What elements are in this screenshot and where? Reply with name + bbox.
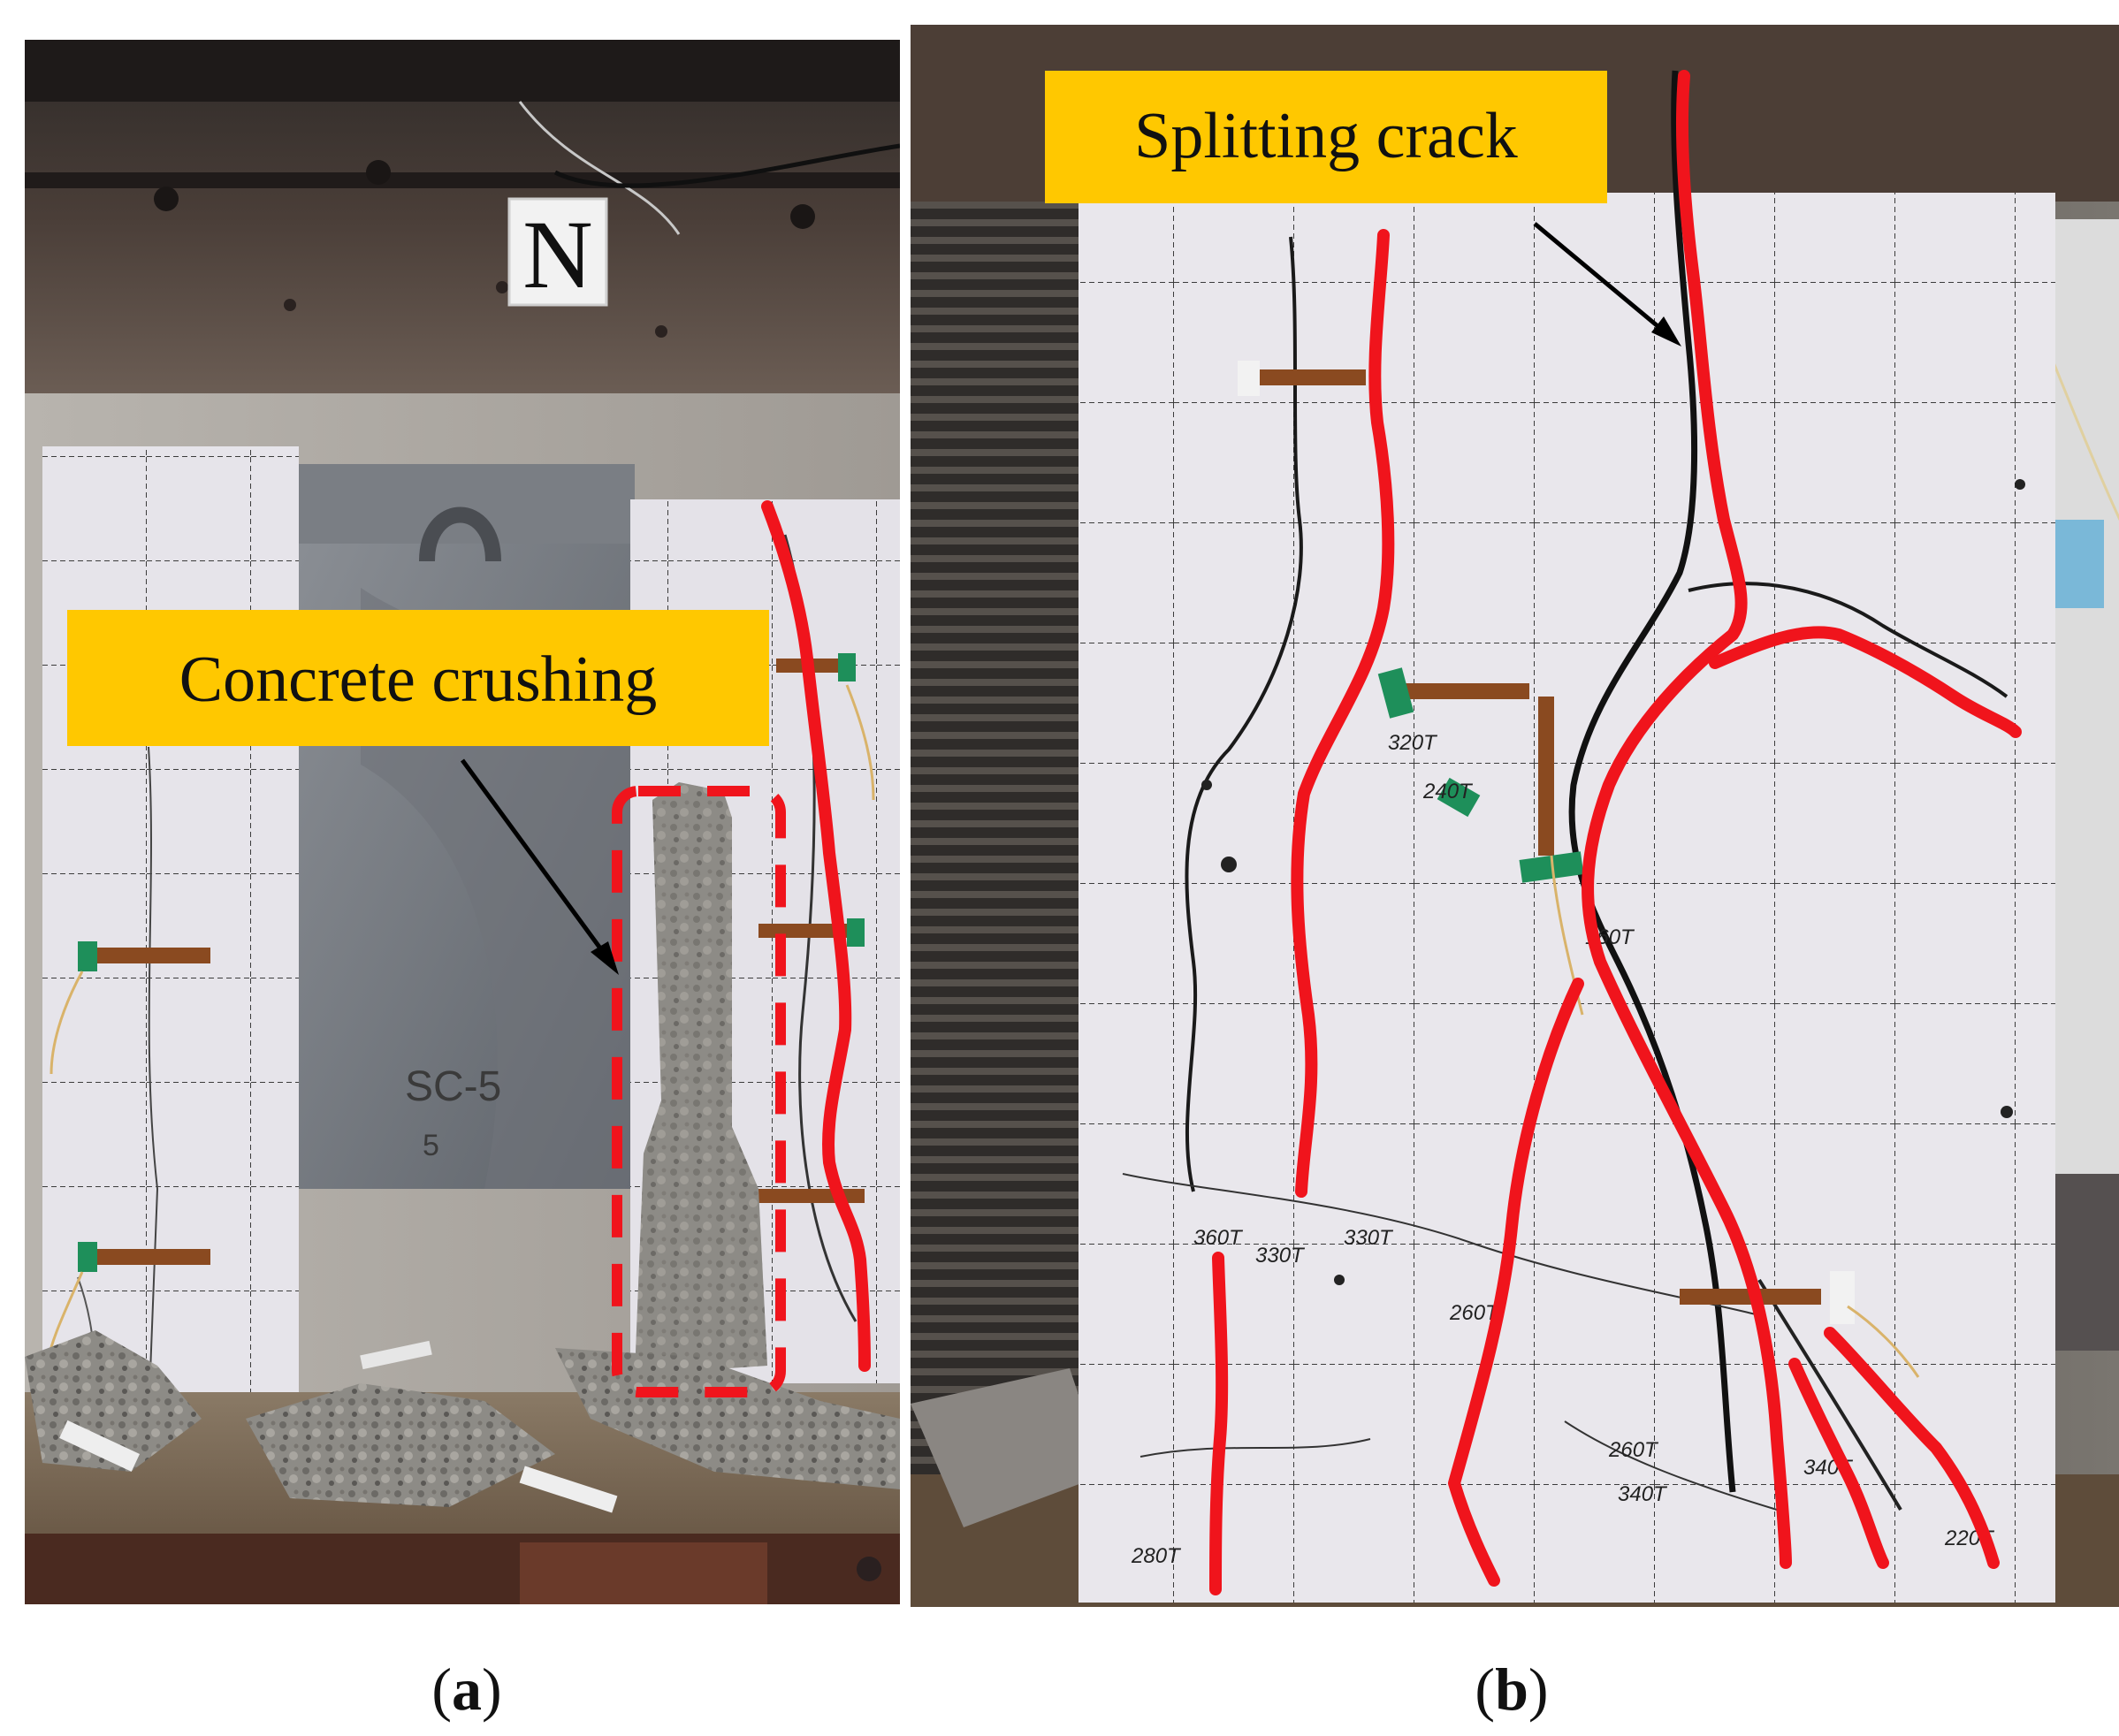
- crack-trace-lower-left: [1448, 978, 1584, 1587]
- annotation-text-b: Splitting crack: [1134, 100, 1518, 172]
- photo-a-drawing: N SC-5 5: [25, 40, 900, 1604]
- annotation-arrow-b: [1533, 222, 1681, 346]
- threaded-rod: [911, 202, 1087, 1527]
- caption-b-letter: b: [1495, 1656, 1528, 1723]
- specimen-number: 5: [423, 1129, 439, 1162]
- load-mark: 260T: [1608, 1438, 1659, 1462]
- caption-b: (b): [1475, 1656, 1549, 1723]
- north-sign: N: [507, 197, 608, 308]
- caption-a-letter: a: [452, 1656, 482, 1723]
- crack-trace-splitting: [1582, 70, 1792, 1569]
- caption-a: (a): [431, 1656, 502, 1723]
- crack-trace-bottom-left: [1209, 1252, 1229, 1595]
- photo-b-drawing: 280T 160T 260T 330T 240T 340T 360T 330T …: [911, 25, 2119, 1607]
- crack-trace-bottom-right-1: [1788, 1358, 1889, 1569]
- crack-trace-left: [1291, 229, 1395, 1198]
- photo-panel-b: 280T 160T 260T 330T 240T 340T 360T 330T …: [911, 25, 2119, 1607]
- north-sign-letter: N: [522, 201, 592, 308]
- load-mark: 360T: [1193, 1226, 1244, 1250]
- load-mark: 280T: [1131, 1544, 1182, 1568]
- load-mark: 340T: [1618, 1482, 1668, 1506]
- concrete-specimen: 280T 160T 260T 330T 240T 340T 360T 330T …: [1079, 70, 2055, 1603]
- annotation-tag-b: Splitting crack: [1045, 71, 1607, 203]
- annotation-text-a: Concrete crushing: [179, 643, 657, 716]
- crushing-highlight-box: [612, 786, 786, 1397]
- lifting-shackle: [419, 506, 501, 562]
- load-mark: 330T: [1344, 1226, 1394, 1250]
- left-concrete-block: [42, 446, 299, 1455]
- crushed-column: [635, 782, 767, 1374]
- load-mark: 240T: [1422, 780, 1474, 803]
- specimen-label: SC-5: [405, 1063, 501, 1110]
- crack-trace-branch: [1709, 626, 2022, 738]
- annotation-tag-a: Concrete crushing: [67, 610, 769, 746]
- crack-trace-right: [761, 500, 871, 1372]
- load-mark: 330T: [1255, 1244, 1306, 1268]
- annotation-arrow-a: [460, 758, 619, 975]
- crack-trace-bottom-right-2: [1824, 1327, 2000, 1569]
- debris-pile: [25, 1330, 900, 1513]
- photo-panel-a: N SC-5 5: [25, 40, 900, 1604]
- load-mark: 320T: [1388, 731, 1438, 755]
